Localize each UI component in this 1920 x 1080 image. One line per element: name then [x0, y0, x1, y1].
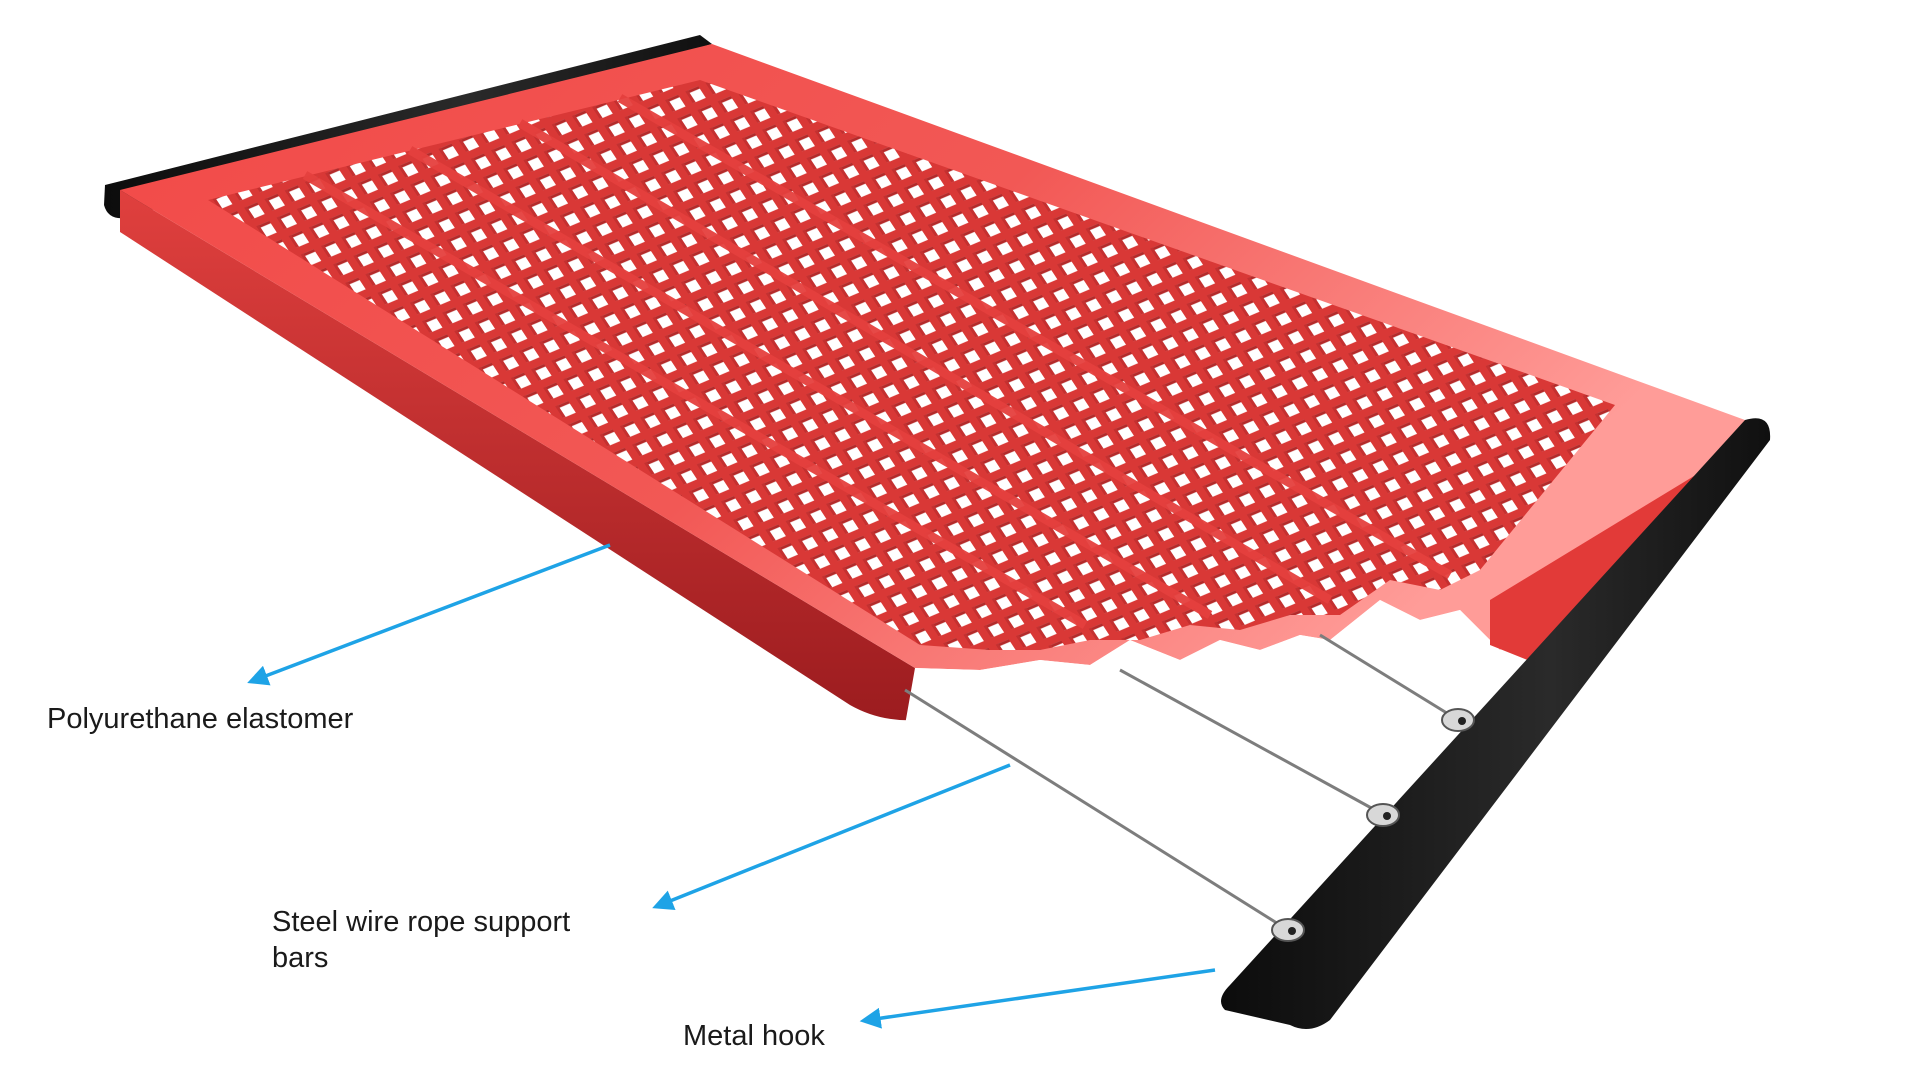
arrow-polyurethane [247, 543, 611, 686]
grid-support-ribs [302, 94, 1453, 629]
steel-wire-ropes [904, 633, 1451, 927]
callout-arrows [247, 543, 1216, 1029]
arrow-metal-hook [859, 968, 1216, 1029]
perforated-grid-area [208, 80, 1615, 650]
panel-side-edge [120, 190, 915, 721]
label-steel-wire-rope: Steel wire rope support bars [272, 904, 570, 976]
label-polyurethane-elastomer: Polyurethane elastomer [47, 703, 354, 735]
label-steel-line-2: bars [272, 942, 329, 974]
rope-eye-fittings [1271, 708, 1475, 942]
label-steel-line-1: Steel wire rope support [272, 906, 571, 938]
label-metal-hook: Metal hook [683, 1020, 825, 1052]
arrow-steel-wire [652, 763, 1011, 911]
front-metal-hook [1221, 418, 1771, 1029]
